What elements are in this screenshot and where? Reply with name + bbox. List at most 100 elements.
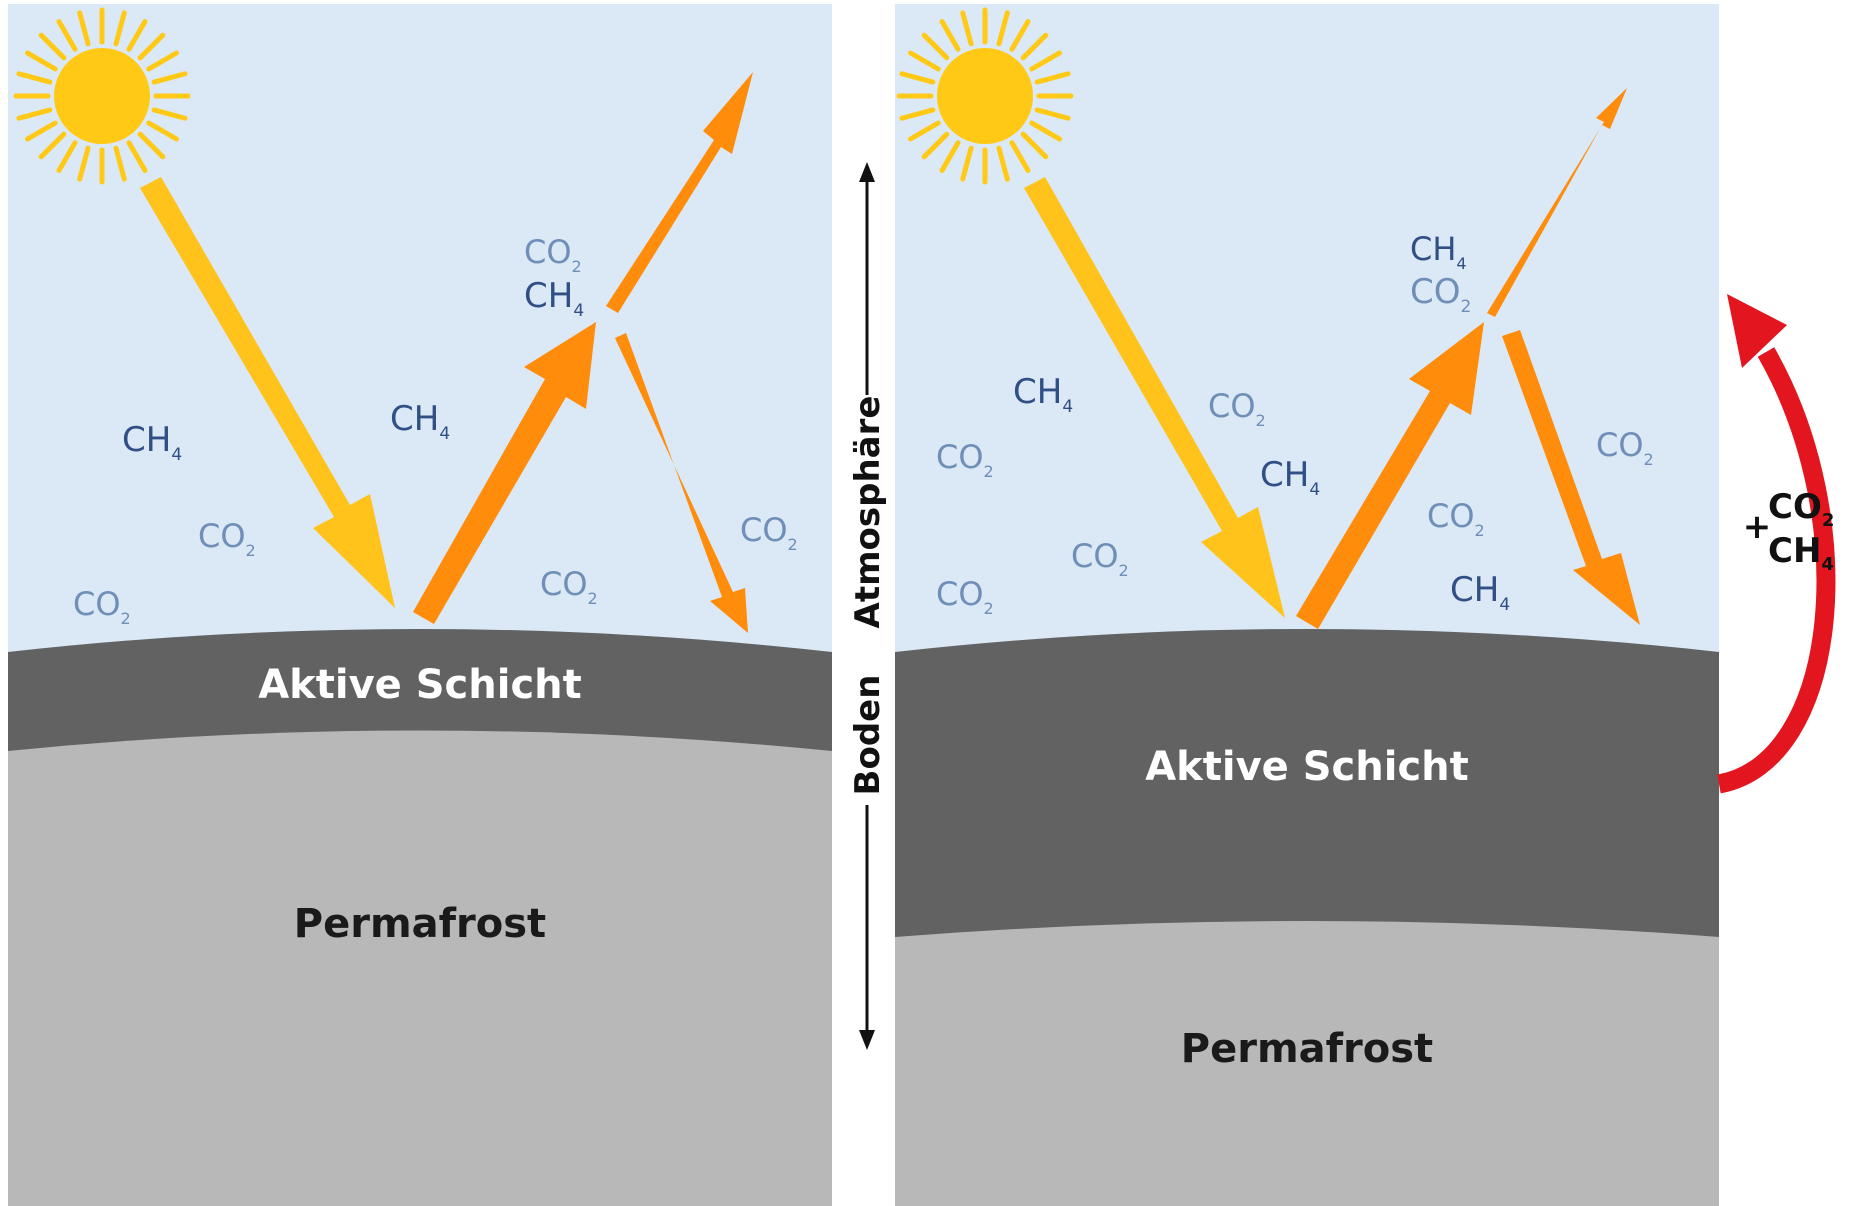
sun-ray xyxy=(908,120,941,142)
gas-label-co2: CO2 xyxy=(524,233,582,276)
gas-label-subscript: 2 xyxy=(121,609,131,628)
gas-label-subscript: 4 xyxy=(1309,480,1320,500)
gas-label-subscript: 2 xyxy=(1119,561,1129,580)
vertical-axis: Atmosphäre Boden xyxy=(848,162,888,1050)
left-back-radiation-arrow xyxy=(615,333,748,633)
right-escaping-radiation-arrow xyxy=(1487,88,1627,317)
gas-label-base: CH xyxy=(1260,455,1309,495)
emission-ch4-label: CH4 xyxy=(1768,531,1834,575)
sun-ray xyxy=(77,10,91,47)
sun-ray xyxy=(113,145,127,182)
gas-label-ch4: CH4 xyxy=(390,399,450,444)
sun-ray xyxy=(960,145,974,182)
sun-ray xyxy=(56,140,78,173)
right-incoming-sunlight-arrow xyxy=(1024,177,1285,618)
sun-ray xyxy=(56,19,78,52)
gas-label-subscript: 4 xyxy=(1062,397,1073,417)
gas-label-base: CO xyxy=(540,565,588,603)
sun-ray xyxy=(1034,107,1071,121)
sun-ray xyxy=(1009,19,1031,52)
gas-label-base: CO xyxy=(936,575,984,613)
sun-ray xyxy=(1029,120,1062,142)
gas-label-base: CO xyxy=(1596,426,1644,464)
gas-label-co2: CO2 xyxy=(1410,272,1471,317)
sun-ray xyxy=(16,107,53,121)
sun-ray xyxy=(126,140,148,173)
sun-ray xyxy=(1029,50,1062,72)
gas-label-base: CO xyxy=(1071,537,1119,575)
gas-label-co2: CO2 xyxy=(936,438,994,481)
left-panel: Aktive Schicht Permafrost CH4CH4CO2CO2CO… xyxy=(8,4,832,1206)
sun-ray xyxy=(38,131,67,160)
emission-plus-sign: + xyxy=(1743,507,1772,547)
gas-label-subscript: 4 xyxy=(439,424,450,444)
left-reflected-radiation-arrow xyxy=(413,322,596,624)
left-permafrost xyxy=(8,730,832,1206)
gas-label-base: CO xyxy=(198,517,246,555)
gas-label-ch4: CH4 xyxy=(1410,230,1467,273)
gas-label-base: CO xyxy=(524,233,572,271)
sun-ray xyxy=(996,145,1010,182)
gas-label-subscript: 2 xyxy=(1644,450,1654,469)
gas-label-co2: CO2 xyxy=(73,585,131,628)
gas-label-subscript: 4 xyxy=(1499,595,1510,615)
sun-ray xyxy=(151,71,188,85)
gas-label-base: CH xyxy=(390,399,439,439)
gas-label-co2: CO2 xyxy=(540,565,598,608)
gas-label-base: CH xyxy=(1410,230,1456,268)
sun-ray xyxy=(899,71,936,85)
gas-label-subscript: 2 xyxy=(588,589,598,608)
sun-ray xyxy=(1020,32,1049,61)
gas-label-base: CO xyxy=(1427,497,1475,535)
sun-ray xyxy=(137,131,166,160)
gas-label-base: CO xyxy=(1410,272,1461,312)
sun-disc xyxy=(54,48,150,144)
sun-ray xyxy=(25,120,58,142)
gas-label-subscript: 4 xyxy=(1456,254,1466,273)
sun-ray xyxy=(113,10,127,47)
emission-co2-label: CO2 xyxy=(1768,487,1834,531)
gas-label-subscript: 2 xyxy=(1461,297,1472,317)
sun-ray xyxy=(908,50,941,72)
gas-label-subscript: 2 xyxy=(984,462,994,481)
gas-label-co2: CO2 xyxy=(1596,426,1654,469)
sun-ray xyxy=(146,50,179,72)
left-sun-icon xyxy=(13,7,191,185)
sun-ray xyxy=(899,107,936,121)
sun-ray xyxy=(137,32,166,61)
right-active-layer-label: Aktive Schicht xyxy=(1145,744,1469,790)
right-permafrost xyxy=(895,921,1719,1206)
gas-label-co2: CO2 xyxy=(1071,537,1129,580)
left-escaping-radiation-arrow xyxy=(606,72,753,313)
gas-label-base: CO xyxy=(73,585,121,623)
axis-label-soil: Boden xyxy=(848,675,888,796)
gas-label-ch4: CH4 xyxy=(524,276,584,321)
emission-arrow-curve xyxy=(1716,347,1836,794)
gas-label-ch4: CH4 xyxy=(1450,570,1510,615)
gas-label-base: CH xyxy=(122,420,171,460)
gas-label-ch4: CH4 xyxy=(1013,372,1073,417)
sun-ray xyxy=(939,140,961,173)
sun-ray xyxy=(25,50,58,72)
sun-ray xyxy=(921,32,950,61)
emission-arrowhead xyxy=(1727,294,1787,368)
gas-label-co2: CO2 xyxy=(1208,387,1266,430)
gas-label-co2: CO2 xyxy=(740,511,798,554)
sun-ray xyxy=(146,120,179,142)
sun-ray xyxy=(126,19,148,52)
gas-label-subscript: 2 xyxy=(1256,411,1266,430)
gas-label-base: CH xyxy=(1450,570,1499,610)
right-sun-icon xyxy=(896,7,1074,185)
gas-label-base: CO xyxy=(1208,387,1256,425)
gas-label-subscript: 2 xyxy=(984,599,994,618)
gas-label-subscript: 4 xyxy=(573,301,584,321)
right-reflected-radiation-arrow xyxy=(1296,322,1484,629)
sun-ray xyxy=(996,10,1010,47)
sun-ray xyxy=(77,145,91,182)
axis-arrowhead-up xyxy=(859,162,875,182)
gas-label-ch4: CH4 xyxy=(122,420,182,465)
axis-label-atmosphere: Atmosphäre xyxy=(848,396,888,629)
